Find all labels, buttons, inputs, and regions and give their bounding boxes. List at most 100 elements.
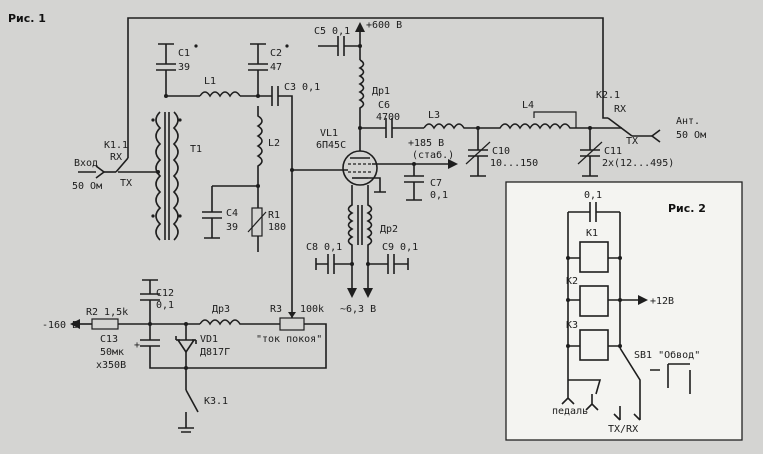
tube-vl1: VL1 6П45С <box>316 128 378 186</box>
svg-text:R1: R1 <box>268 210 280 221</box>
svg-text:Др2: Др2 <box>380 224 398 235</box>
svg-text:2x(12...495): 2x(12...495) <box>602 158 674 169</box>
svg-text:C11: C11 <box>604 146 622 157</box>
svg-text:C2: C2 <box>270 48 282 59</box>
capacitor-c3: C3 0,1 <box>271 82 320 170</box>
svg-text:C7: C7 <box>430 178 442 189</box>
antenna-connector: Ант. 50 Ом <box>676 116 706 141</box>
inductor-l3: L3 <box>423 110 478 130</box>
capacitor-c5: C5 0,1 <box>314 26 360 56</box>
svg-text:50мк: 50мк <box>100 347 124 358</box>
svg-text:10...150: 10...150 <box>490 158 538 169</box>
svg-text:+185 В: +185 В <box>408 138 444 149</box>
svg-text:L1: L1 <box>204 76 216 87</box>
antenna-label: Ант. <box>676 116 700 127</box>
fig2-txrx-label: TX/RX <box>608 424 638 435</box>
fig2-title: Рис. 2 <box>668 202 706 215</box>
antenna-impedance-label: 50 Ом <box>676 130 706 141</box>
svg-text:6П45С: 6П45С <box>316 140 346 151</box>
svg-text:Др3: Др3 <box>212 304 230 315</box>
filament-voltage: ~6,3 В <box>340 304 376 315</box>
supply-600v: +600 В <box>355 20 402 60</box>
svg-text:R3: R3 <box>270 304 282 315</box>
fig2-pedal-label: педаль <box>552 406 588 417</box>
fig2-panel: Рис. 2 0,1 K1 K2 K3 +12В SB1 "Обвод" <box>505 181 743 441</box>
svg-text:TX: TX <box>626 136 638 147</box>
svg-text:K3.1: K3.1 <box>204 396 228 407</box>
fig2-supply-label: +12В <box>650 296 674 307</box>
svg-text:C10: C10 <box>492 146 510 157</box>
zener-vd1: VD1 Д817Г <box>175 324 230 390</box>
svg-text:x350В: x350В <box>96 360 126 371</box>
choke-dr3: Др3 <box>199 304 280 326</box>
svg-text:L2: L2 <box>268 138 280 149</box>
input-impedance-label: 50 Ом <box>72 181 102 192</box>
svg-text:K2.1: K2.1 <box>596 90 620 101</box>
bypass-wire <box>127 17 608 158</box>
capacitor-c4: C4 39 <box>202 185 258 239</box>
inductor-l1: L1 <box>199 76 272 98</box>
svg-text:0,1: 0,1 <box>156 300 174 311</box>
svg-text:L4: L4 <box>522 100 534 111</box>
relay-k2-switch: K2.1 RX TX <box>590 90 661 147</box>
svg-text:C3 0,1: C3 0,1 <box>284 82 320 93</box>
svg-text:C5 0,1: C5 0,1 <box>314 26 350 37</box>
capacitor-c12: C12 0,1 <box>140 279 174 324</box>
inductor-l2: L2 <box>256 106 280 200</box>
svg-text:0,1: 0,1 <box>430 190 448 201</box>
svg-text:C12: C12 <box>156 288 174 299</box>
bias-adjust-label: "ток покоя" <box>256 334 322 345</box>
capacitor-c1: C1 39 <box>156 43 198 96</box>
svg-text:47: 47 <box>270 62 282 73</box>
svg-text:-160 В: -160 В <box>42 320 78 331</box>
svg-text:TX: TX <box>120 178 132 189</box>
svg-text:K3: K3 <box>566 320 578 331</box>
supply-minus160v: -160 В <box>42 319 92 331</box>
svg-text:C9 0,1: C9 0,1 <box>382 242 418 253</box>
input-connector: Вход 50 Ом <box>72 158 116 192</box>
svg-text:K1.1: K1.1 <box>104 140 128 151</box>
svg-text:39: 39 <box>178 62 190 73</box>
svg-text:RX: RX <box>110 152 122 163</box>
svg-text:VD1: VD1 <box>200 334 218 345</box>
svg-text:0,1: 0,1 <box>584 190 602 201</box>
svg-text:VL1: VL1 <box>320 128 338 139</box>
input-label: Вход <box>74 158 98 169</box>
resistor-r1: R1 180 <box>247 200 286 252</box>
svg-text:C13: C13 <box>100 334 118 345</box>
svg-text:C1: C1 <box>178 48 190 59</box>
svg-text:K2: K2 <box>566 276 578 287</box>
relay-k3-switch: K3.1 <box>178 389 228 433</box>
svg-text:100k: 100k <box>300 304 324 315</box>
capacitor-c10: C10 10...150 <box>465 128 538 177</box>
svg-text:R2 1,5k: R2 1,5k <box>86 307 128 318</box>
svg-text:(стаб.): (стаб.) <box>412 149 454 161</box>
svg-text:4700: 4700 <box>376 112 400 123</box>
svg-text:K1: K1 <box>586 228 598 239</box>
svg-text:T1: T1 <box>190 144 202 155</box>
svg-text:RX: RX <box>614 104 626 115</box>
capacitor-c7: C7 0,1 <box>404 175 448 201</box>
capacitor-c9: C9 0,1 <box>368 242 418 274</box>
transformer-t1: T1 <box>151 111 202 241</box>
capacitor-c6: C6 4700 <box>360 100 424 138</box>
svg-text:C4: C4 <box>226 208 238 219</box>
svg-text:L3: L3 <box>428 110 440 121</box>
choke-dr1: Др1 <box>358 59 390 130</box>
resistor-r2: R2 1,5k <box>86 307 200 330</box>
svg-text:Др1: Др1 <box>372 86 390 97</box>
potentiometer-r3: R3 100k "ток покоя" <box>186 304 327 369</box>
svg-text:180: 180 <box>268 222 286 233</box>
inductor-l4: L4 <box>478 100 590 130</box>
svg-text:C6: C6 <box>378 100 390 111</box>
cathode-ground <box>368 177 386 193</box>
fig1-title: Рис. 1 <box>8 12 46 25</box>
svg-text:C8 0,1: C8 0,1 <box>306 242 342 253</box>
svg-text:39: 39 <box>226 222 238 233</box>
screen-supply: +185 В (стаб.) <box>372 138 458 176</box>
capacitor-c8: C8 0,1 <box>306 242 352 274</box>
choke-dr2: Др2 <box>347 185 398 290</box>
capacitor-c11: C11 2x(12...495) <box>577 128 674 177</box>
